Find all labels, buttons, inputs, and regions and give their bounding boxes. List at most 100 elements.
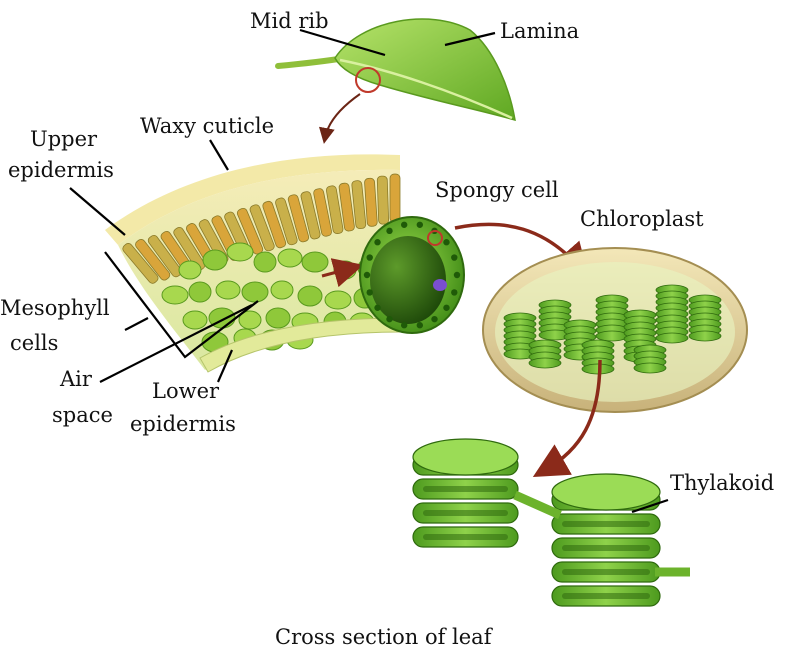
air-space-label-1: Air — [59, 367, 93, 391]
thylakoid-illustration — [412, 438, 690, 607]
thylakoid-top — [412, 438, 519, 476]
spongy-cell-nucleus — [433, 279, 447, 291]
granum-disc — [633, 362, 667, 374]
spongy-mesophyll-cell — [277, 248, 303, 268]
palisade-cell — [313, 188, 332, 237]
palisade-cell-body — [313, 188, 332, 237]
palisade-cell — [376, 175, 390, 225]
cell-chloroplast-dot — [400, 221, 408, 228]
cell-chloroplast-dot — [363, 271, 371, 279]
spongy-cell-illustration — [359, 216, 590, 334]
palisade-cell — [173, 226, 206, 271]
palisade-cell-body — [249, 204, 275, 252]
air-space-label-2: space — [52, 403, 113, 427]
thylakoid-lumen — [562, 569, 650, 575]
chloroplast-highlight-circle — [427, 230, 443, 246]
spongy-mesophyll-cell — [161, 285, 189, 305]
mesophyll-bracket — [104, 251, 259, 359]
palisade-cell-body — [338, 182, 355, 232]
chloroplast-illustration — [482, 247, 748, 477]
palisade-cell-body — [364, 177, 378, 227]
granum-disc — [595, 330, 629, 342]
palisade-cell — [351, 180, 367, 230]
diagram-labels: Mid rib Lamina Waxy cuticle Upper epider… — [0, 9, 774, 649]
leaf-to-section-arrow — [318, 93, 361, 144]
spongy-mesophyll-cell — [178, 260, 202, 280]
lower-epidermis-label-2: epidermis — [130, 412, 236, 436]
cell-chloroplast-dot — [400, 322, 408, 329]
cell-chloroplast-dot — [366, 289, 373, 296]
cell-chloroplast-dot — [453, 271, 461, 279]
cell-chloroplast-dot — [451, 254, 458, 261]
spongy-mesophyll-cell — [188, 281, 212, 303]
palisade-cell — [325, 185, 344, 235]
spongy-mesophyll-cell — [270, 280, 294, 300]
palisade-cell-body — [147, 234, 182, 278]
thylakoid-lumen — [562, 593, 650, 599]
spongy-cell-chloroplasts — [363, 221, 461, 329]
granum-disc — [528, 357, 562, 369]
cell-chloroplast-dot — [374, 239, 381, 246]
palisade-cell — [262, 200, 287, 249]
cell-chloroplast-dot — [443, 239, 450, 246]
upper-epidermis-label-1: Upper — [30, 127, 98, 151]
mesophyll-label-1: Mesophyll — [0, 296, 110, 320]
palisade-cell-body — [173, 226, 206, 271]
leaf-illustration — [275, 18, 516, 144]
palisade-cell — [135, 238, 171, 281]
granum-disc — [688, 330, 722, 342]
thylakoid-lumen — [423, 486, 508, 492]
mid-rib-pointer — [299, 28, 386, 57]
palisade-cell — [300, 191, 321, 240]
thylakoid-lumen — [562, 521, 650, 527]
palisade-cell-body — [262, 200, 287, 249]
diagram-caption: Cross section of leaf — [275, 625, 494, 649]
cell-chloroplast-dot — [451, 289, 458, 296]
palisade-cell — [122, 243, 159, 284]
spongy-mesophyll-cell — [301, 251, 329, 273]
mid-rib-label: Mid rib — [250, 9, 329, 33]
waxy-cuticle-pointer — [209, 139, 229, 171]
thylakoid-stack-left — [412, 438, 519, 548]
granum-disc — [655, 332, 689, 344]
spongy-mesophyll-cell — [241, 281, 269, 303]
upper-epidermis-pointer — [69, 187, 126, 236]
lamina-label: Lamina — [500, 19, 579, 43]
mesophyll-pointer — [124, 317, 149, 331]
spongy-mesophyll-cell — [215, 280, 241, 300]
thylakoid-lumen — [423, 534, 508, 540]
spongy-mesophyll-cell — [238, 310, 262, 330]
palisade-cell — [147, 234, 182, 278]
cell-chloroplast-dot — [386, 227, 393, 235]
cell-chloroplast-dot — [431, 315, 438, 323]
waxy-cuticle-layer — [105, 154, 400, 245]
palisade-cell-body — [275, 197, 298, 246]
spongy-mesophyll-cell — [202, 249, 228, 271]
palisade-cell-body — [122, 243, 159, 284]
lower-epidermis-pointer — [216, 349, 234, 383]
lower-epidermis-label-1: Lower — [152, 379, 220, 403]
palisade-cell-body — [135, 238, 171, 281]
chloroplast-label: Chloroplast — [580, 207, 704, 231]
thylakoid-stack-right — [551, 473, 661, 607]
leaf-blade — [334, 18, 516, 122]
palisade-cell-body — [325, 185, 344, 235]
pointer-lines — [69, 28, 669, 514]
spongy-mesophyll-cell — [297, 285, 323, 307]
spongy-mesophyll-cell — [182, 310, 208, 330]
mesophyll-label-2: cells — [10, 331, 58, 355]
palisade-cell — [249, 204, 275, 252]
thylakoid-lumen — [562, 545, 650, 551]
palisade-cell — [338, 182, 355, 232]
palisade-cell-body — [389, 173, 401, 223]
lamina-pointer — [444, 31, 496, 47]
cell-chloroplast-dot — [386, 315, 393, 323]
cell-chloroplast-dot — [443, 304, 450, 311]
leaf-cross-section — [105, 154, 401, 373]
palisade-cell — [287, 194, 310, 243]
spongy-mesophyll-cell — [324, 290, 352, 310]
spongy-mesophyll-cell — [265, 307, 291, 329]
cell-chloroplast-dot — [366, 254, 373, 261]
thylakoid-top — [551, 473, 661, 511]
